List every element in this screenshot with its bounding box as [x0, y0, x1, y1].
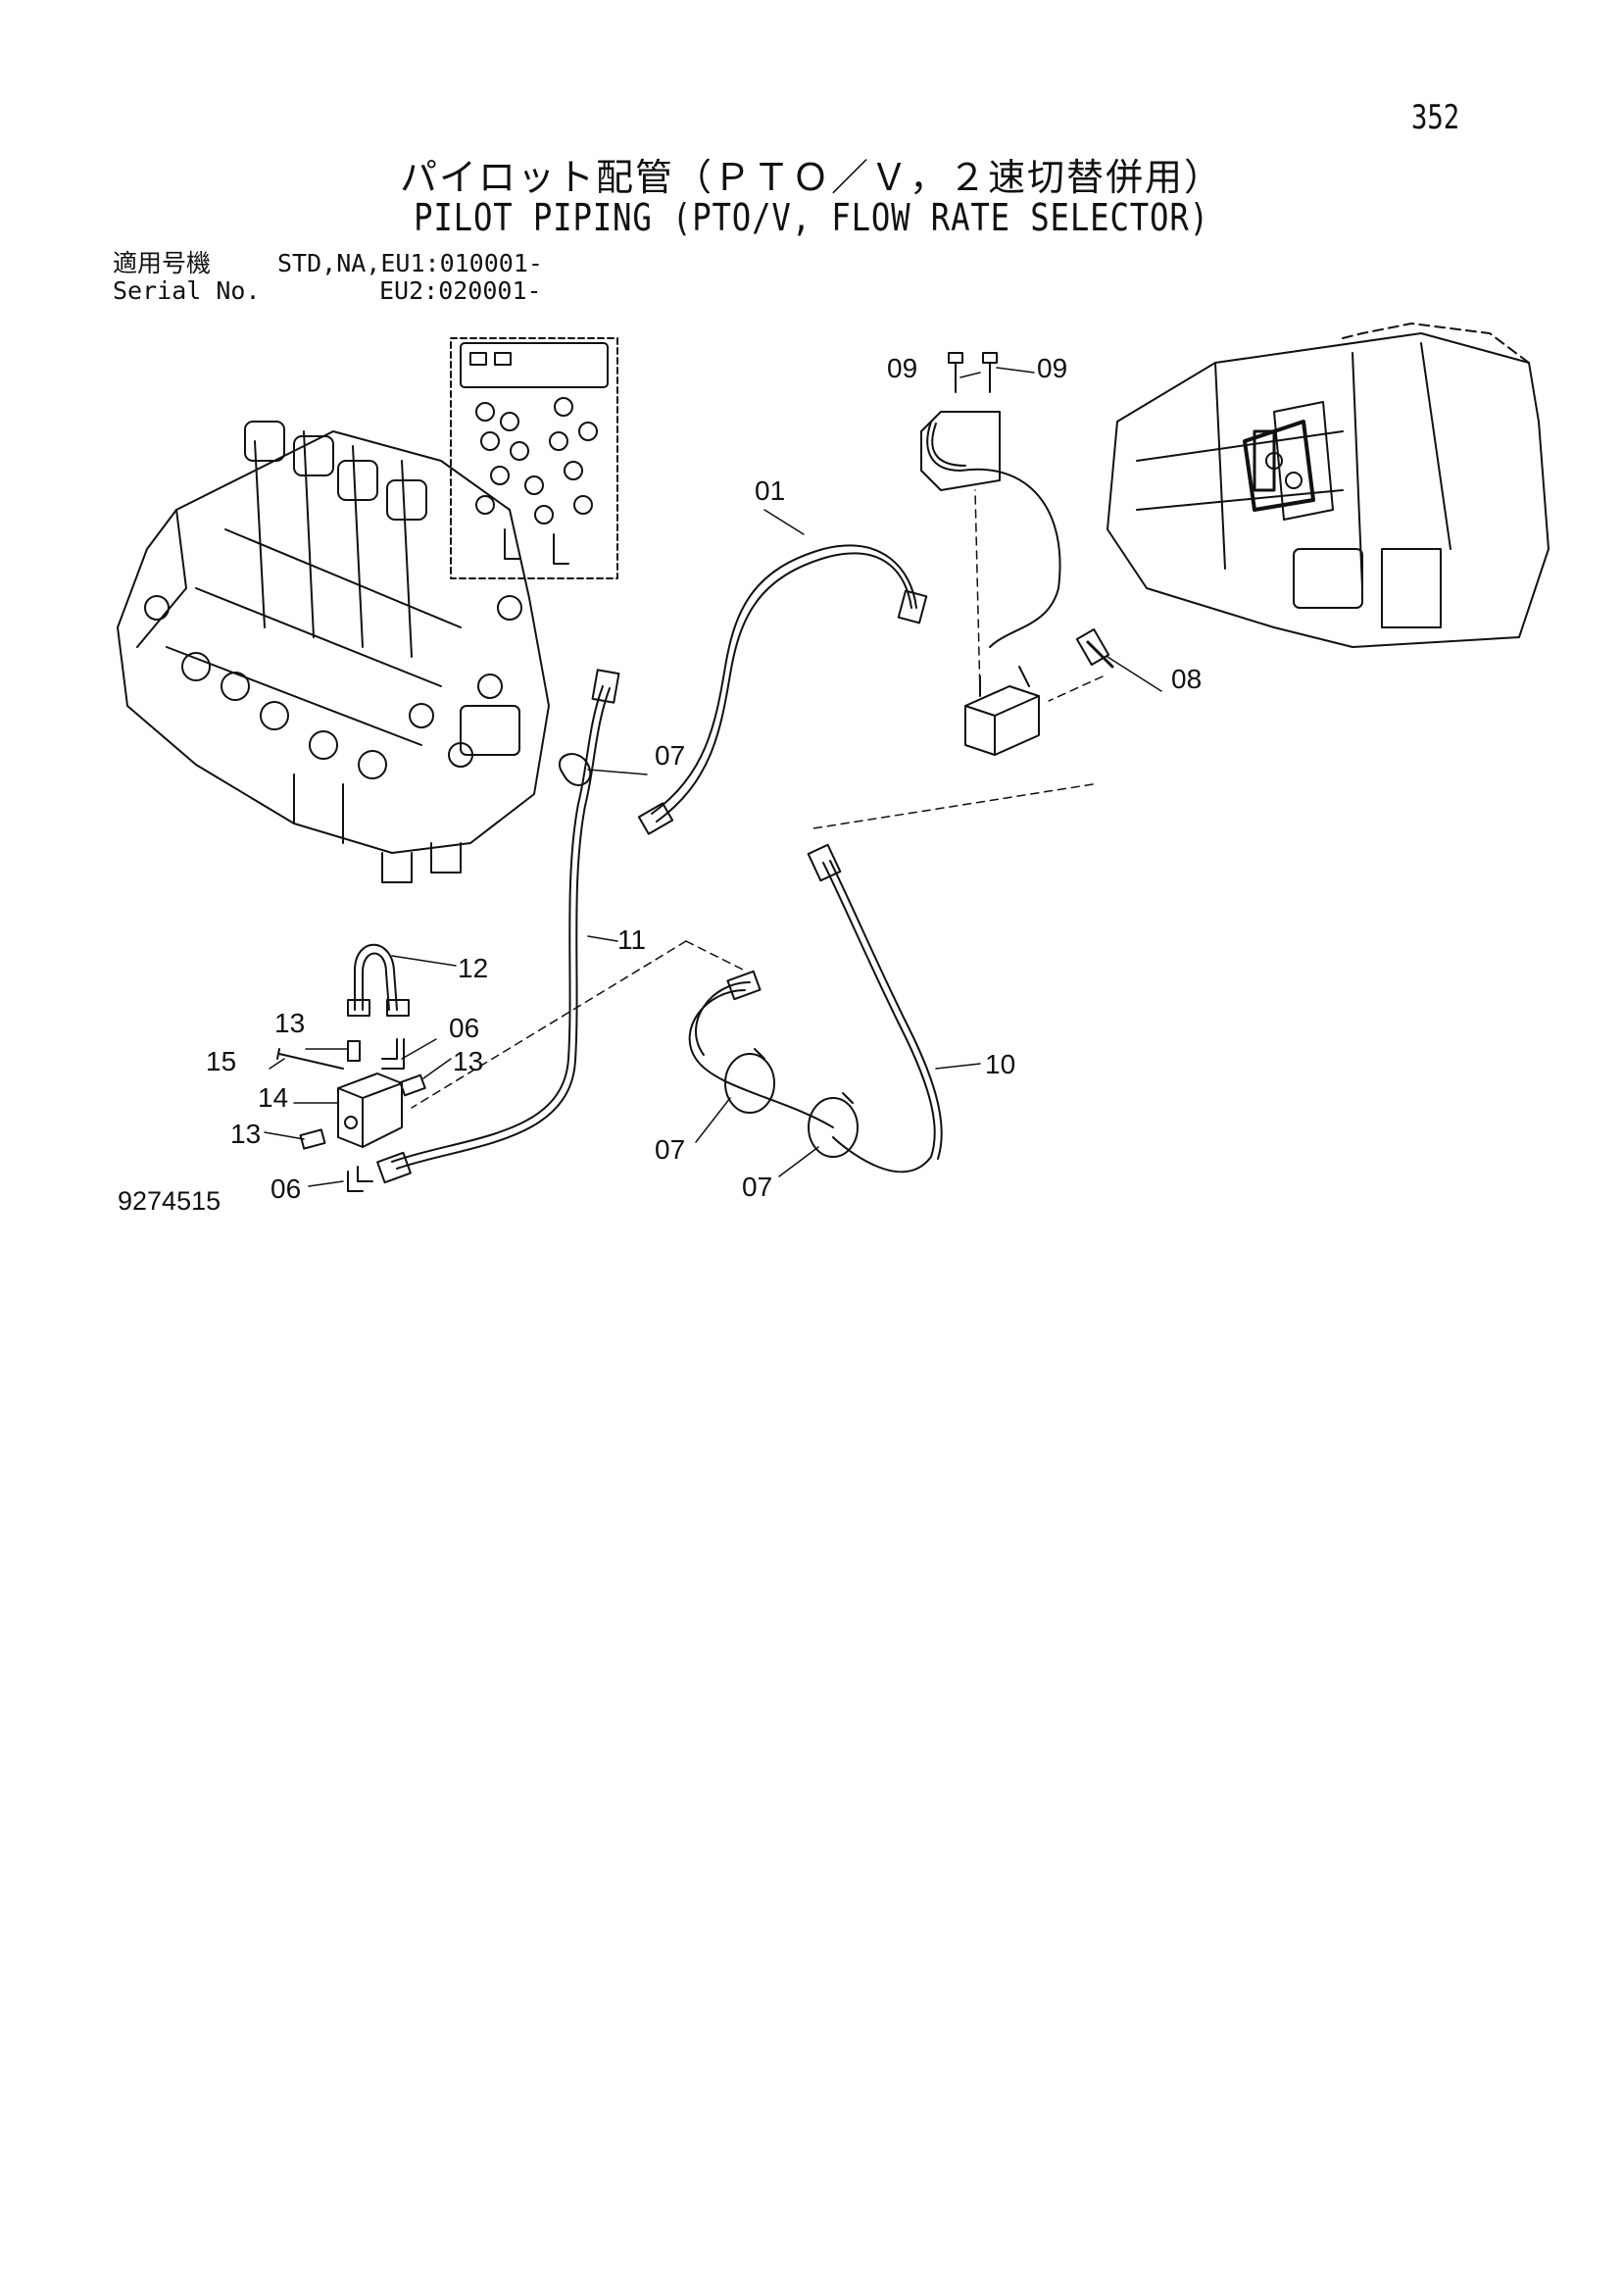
- clamp-07-upper: [558, 753, 592, 786]
- callout-13-top: 13: [274, 1008, 305, 1038]
- serial-label-japanese: 適用号機: [113, 249, 212, 277]
- serial-value-1: STD,NA,EU1:010001-: [277, 249, 543, 277]
- hose-12: [354, 943, 398, 1011]
- callout-09-right: 09: [1037, 353, 1067, 383]
- callout-08: 08: [1171, 664, 1202, 694]
- excavator-cab-illustration: [1107, 323, 1549, 648]
- callout-13-right: 13: [453, 1046, 483, 1076]
- callout-01: 01: [755, 475, 785, 506]
- hose-loop: [688, 989, 834, 1128]
- callout-11: 11: [617, 924, 646, 955]
- clamp-07-right: [808, 1097, 859, 1158]
- callout-07-upper: 07: [655, 740, 685, 771]
- serial-value-2: EU2:020001-: [379, 276, 542, 305]
- hose-10: [822, 862, 936, 1173]
- callout-15: 15: [206, 1046, 236, 1076]
- callout-07-left: 07: [655, 1134, 685, 1165]
- callout-06-bottom: 06: [270, 1173, 301, 1204]
- callout-12: 12: [458, 953, 488, 983]
- drawing-number: 9274515: [118, 1186, 221, 1216]
- hose-01: [651, 544, 917, 815]
- block-14: [337, 1073, 403, 1148]
- callout-09-left: 09: [887, 353, 917, 383]
- valve-detail-inset: [450, 337, 618, 579]
- serial-label-english: Serial No.: [113, 276, 261, 305]
- callout-06-top: 06: [449, 1013, 479, 1043]
- bracket-09: [920, 411, 1001, 491]
- callout-13-left: 13: [230, 1119, 261, 1149]
- clamp-07-left: [724, 1053, 775, 1114]
- hose-11: [391, 685, 604, 1163]
- callout-10: 10: [985, 1049, 1015, 1079]
- fitting-13-right: [399, 1073, 426, 1097]
- page-number: 352: [1411, 98, 1460, 137]
- serial-number-block: 適用号機 STD,NA,EU1:010001- Serial No. EU2:0…: [113, 250, 543, 305]
- fitting-13-top: [347, 1040, 361, 1062]
- fitting-13-left: [299, 1128, 326, 1150]
- callout-07-right: 07: [742, 1172, 772, 1202]
- page-title-english: PILOT PIPING (PTO/V, FLOW RATE SELECTOR): [414, 196, 1209, 239]
- elbow-06-bottom: [347, 1166, 373, 1192]
- callout-14: 14: [258, 1082, 288, 1113]
- page-title-japanese: パイロット配管（ＰＴＯ／Ｖ，２速切替併用）: [399, 156, 1223, 199]
- hose-solenoid: [926, 421, 1061, 648]
- solenoid-valve-08: [964, 685, 1040, 756]
- bolt-15: [276, 1048, 344, 1070]
- control-valve-illustration: [117, 421, 550, 883]
- elbow-06-top: [381, 1038, 405, 1070]
